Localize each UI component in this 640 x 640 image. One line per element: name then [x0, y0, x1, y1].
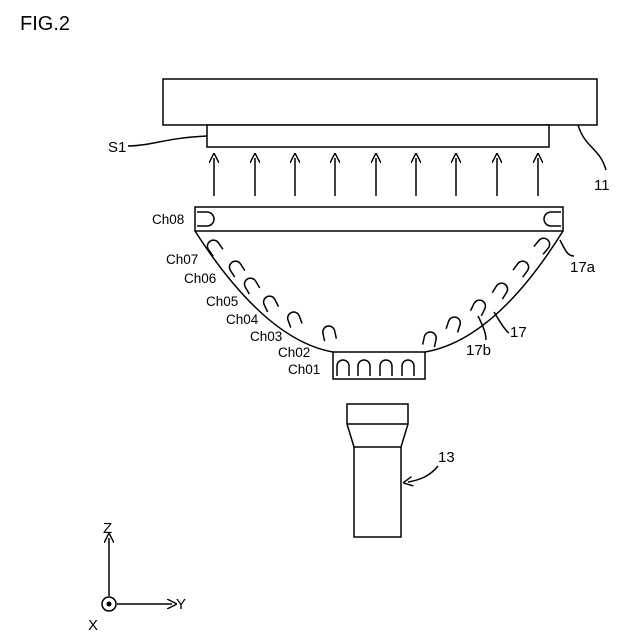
y-axis-label: Y	[176, 596, 186, 613]
light-source-leader	[408, 466, 438, 482]
substrate-leader	[128, 136, 207, 146]
curve-lamp	[242, 276, 259, 294]
curve-lamp	[446, 315, 462, 332]
curve-lamp	[205, 238, 223, 256]
figure-title: FIG.2	[20, 13, 70, 35]
stage-label: 11	[594, 177, 610, 194]
light-arrows	[214, 158, 538, 196]
channel-label-ch06: Ch06	[184, 271, 216, 286]
curve-lamp	[286, 310, 302, 327]
channel-label-ch08: Ch08	[152, 212, 184, 227]
channel-label-ch01: Ch01	[288, 362, 320, 377]
z-axis-label: Z	[103, 520, 112, 537]
curve-lamp	[492, 281, 510, 299]
channel-label-ch03: Ch03	[250, 329, 282, 344]
curve-lamp	[262, 294, 279, 312]
x-axis-label: X	[88, 617, 98, 634]
channel-label-ch07: Ch07	[166, 252, 198, 267]
housing-leader	[494, 312, 509, 333]
stage-plate	[163, 79, 597, 125]
housing-top-bar	[195, 207, 563, 231]
channel-label-ch04: Ch04	[226, 312, 259, 327]
channel-label-ch05: Ch05	[206, 294, 238, 309]
curve-lamp	[423, 331, 438, 347]
curve-lamp	[227, 259, 245, 277]
support-ring-label: 17a	[570, 259, 596, 276]
channel-label-ch02: Ch02	[278, 345, 310, 360]
x-axis-dot	[107, 602, 112, 607]
substrate	[207, 125, 549, 147]
housing-label: 17	[510, 324, 527, 341]
lamp-label: 17b	[466, 342, 491, 359]
curve-lamp	[471, 298, 488, 316]
substrate-label: S1	[108, 139, 126, 156]
curve-lamp	[513, 259, 531, 277]
curve-lamp	[322, 325, 337, 341]
bottom-lamp-block	[333, 352, 425, 379]
support-ring-leader	[560, 240, 574, 256]
stage-leader	[578, 125, 606, 170]
light-source-label: 13	[438, 449, 455, 466]
